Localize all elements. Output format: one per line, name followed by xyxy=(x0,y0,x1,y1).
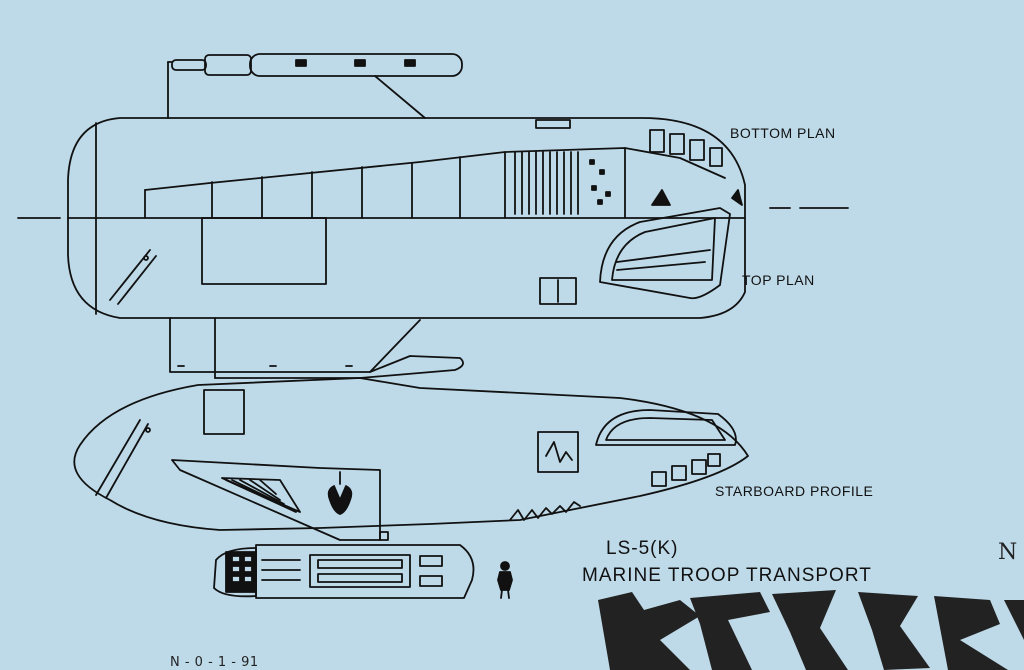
main-hull-plan xyxy=(67,117,746,319)
bottom-plan-label: BOTTOM PLAN xyxy=(730,125,836,141)
starboard-profile-hull xyxy=(73,377,749,541)
ship-designation: LS-5(K) xyxy=(606,538,679,559)
shuttle-view xyxy=(213,544,475,599)
ship-class-title: MARINE TROOP TRANSPORT xyxy=(582,565,872,586)
top-plan-label: TOP PLAN xyxy=(742,272,815,288)
stylized-logo xyxy=(598,590,1024,670)
center-line xyxy=(17,207,849,219)
sensor-boom xyxy=(167,53,463,119)
starboard-profile-label: STARBOARD PROFILE xyxy=(715,483,874,499)
page-mark: N xyxy=(998,540,1018,565)
scale-figure xyxy=(497,561,513,599)
footer-text: N - 0 - 1 - 91 xyxy=(170,655,259,670)
wing-pylon xyxy=(169,317,464,379)
